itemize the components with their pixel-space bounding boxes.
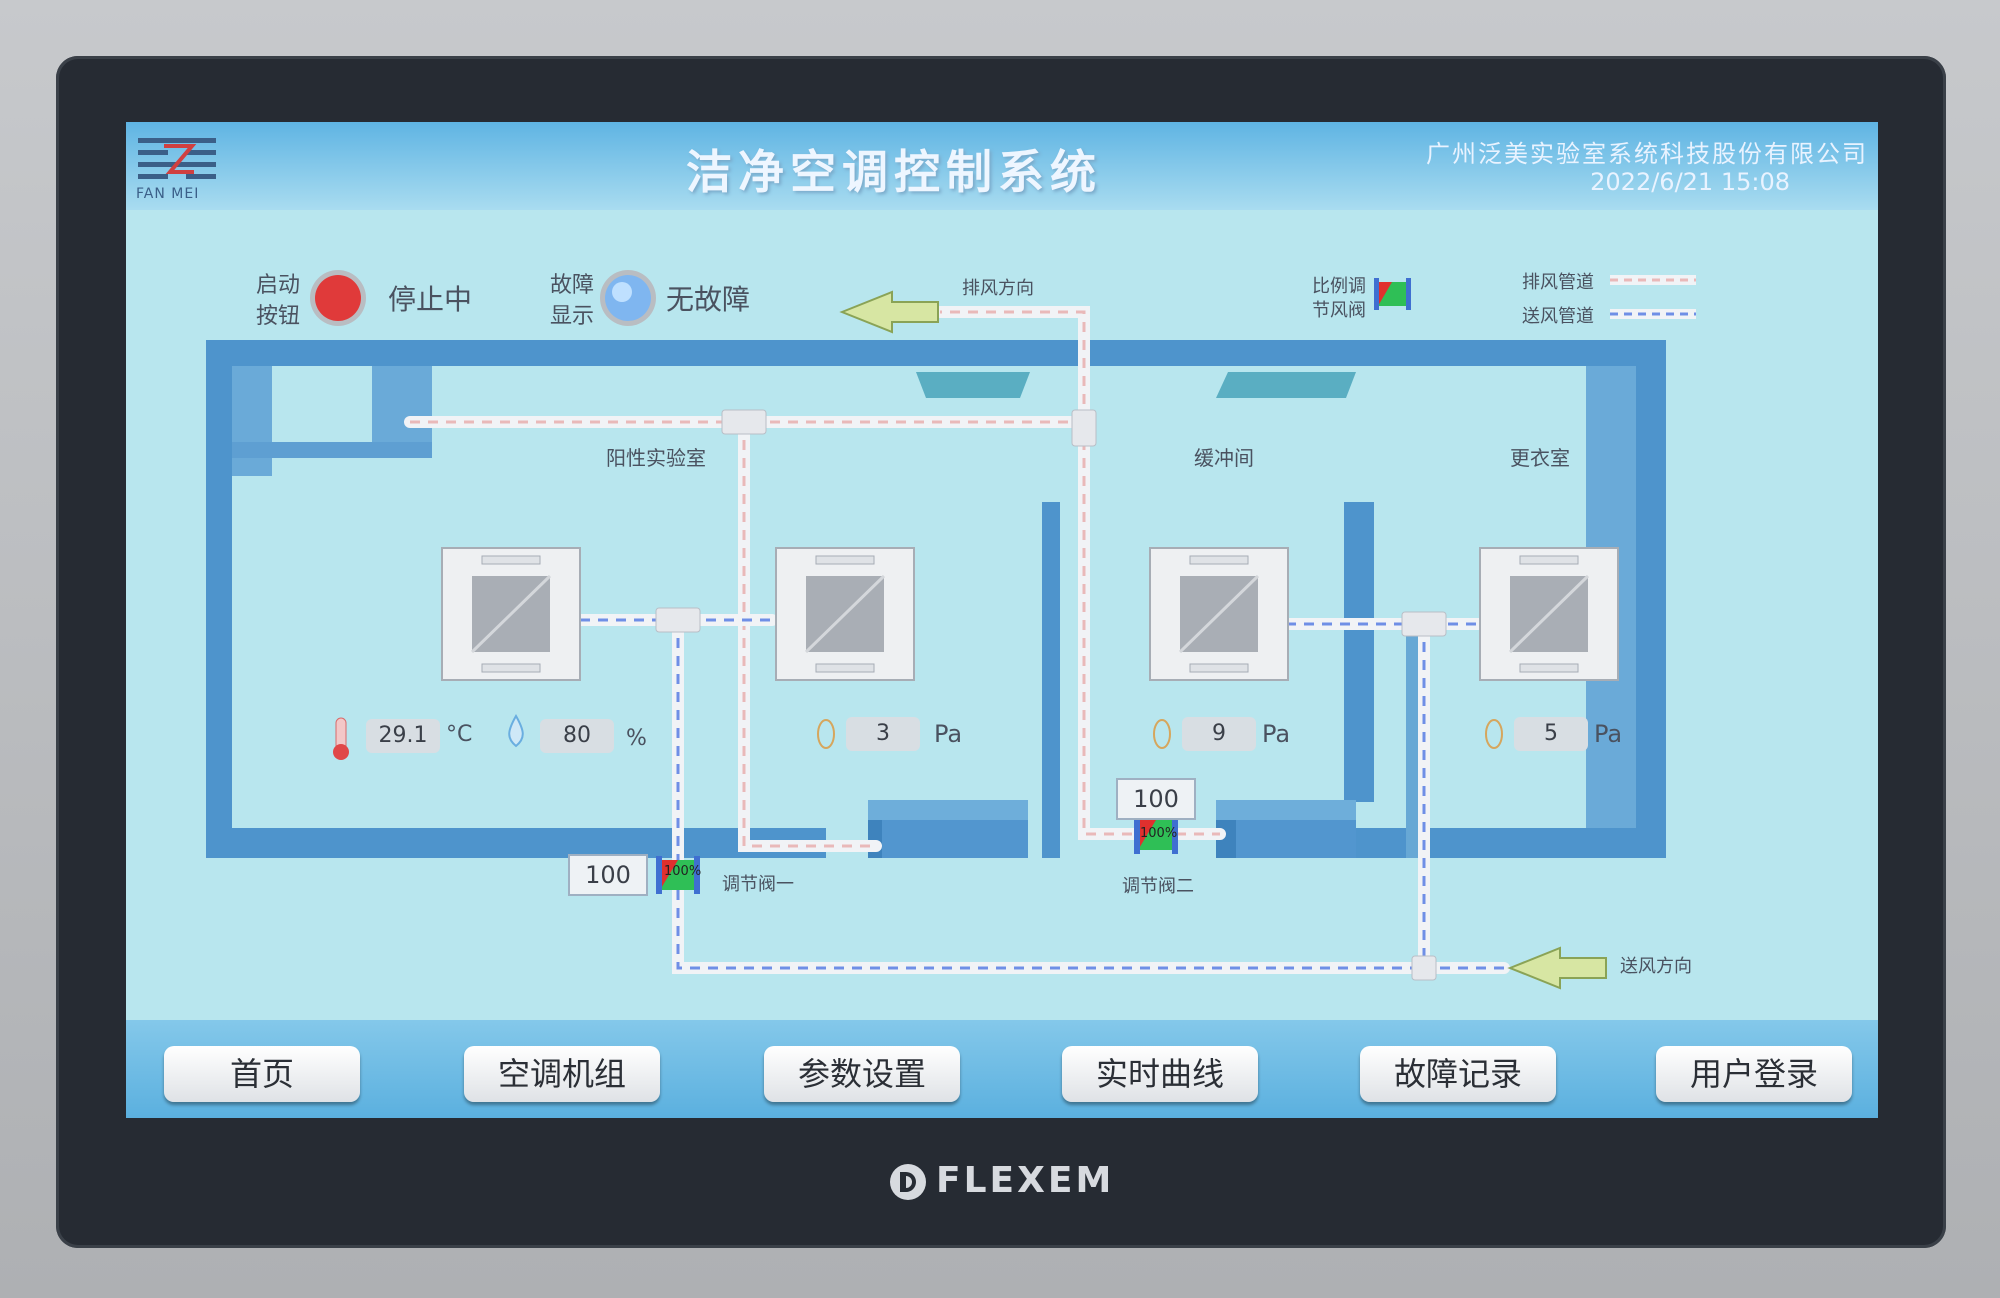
start-button[interactable]	[310, 270, 366, 326]
start-label-line2: 按钮	[256, 304, 301, 329]
logo-text: FAN MEI	[136, 186, 200, 202]
start-status: 停止中	[388, 283, 473, 316]
brand-logo-icon	[890, 1164, 926, 1200]
supply-direction-label: 送风方向	[1620, 956, 1692, 977]
legend-valve-label-line1: 比例调	[1312, 276, 1366, 297]
ac-cassette-icon	[1479, 547, 1619, 681]
pressure-gauge-icon	[817, 719, 1503, 749]
fault-status: 无故障	[666, 283, 751, 316]
start-label-line1: 启动	[256, 273, 301, 298]
fault-label-line1: 故障	[550, 273, 595, 298]
room-label-positive-lab: 阳性实验室	[606, 446, 706, 470]
pressure-changing-unit: Pa	[1594, 720, 1623, 748]
company-logo: FAN MEI	[134, 132, 220, 204]
device-brand: FLEXEM	[936, 1160, 1115, 1201]
pressure-changing-value: 5	[1514, 717, 1588, 751]
room-label-buffer: 缓冲间	[1194, 446, 1254, 470]
humidity-unit: %	[626, 726, 647, 751]
temperature-unit: °C	[446, 722, 473, 747]
datetime-display: 2022/6/21 15:08	[1590, 168, 1790, 196]
nav-bar	[126, 1020, 1878, 1118]
legend-supply-duct-label: 送风管道	[1522, 306, 1594, 327]
humidity-value: 80	[540, 719, 614, 753]
valve-2-icon	[1134, 816, 1178, 854]
valve-1-label: 调节阀一	[722, 874, 794, 895]
ac-cassette-icon	[1149, 547, 1289, 681]
nav-login-button[interactable]: 用户登录	[1656, 1046, 1852, 1102]
floor-plan-diagram	[206, 270, 1696, 990]
pressure-buffer-value: 9	[1182, 717, 1256, 751]
nav-home-button[interactable]: 首页	[164, 1046, 360, 1102]
ac-cassette-icon	[441, 547, 581, 681]
valve-1-setpoint-input[interactable]: 100	[568, 854, 648, 896]
thermometer-icon	[333, 717, 349, 760]
temperature-value: 29.1	[366, 719, 440, 753]
nav-ac-unit-button[interactable]: 空调机组	[464, 1046, 660, 1102]
valve-1-percent: 100%	[664, 864, 702, 879]
legend-exhaust-duct-label: 排风管道	[1522, 272, 1594, 293]
start-button-icon	[310, 270, 366, 326]
ac-cassette-icon	[775, 547, 915, 681]
nav-params-button[interactable]: 参数设置	[764, 1046, 960, 1102]
exhaust-arrow-icon	[839, 290, 939, 334]
nav-realtime-button[interactable]: 实时曲线	[1062, 1046, 1258, 1102]
room-label-changing: 更衣室	[1510, 446, 1570, 470]
valve-2-setpoint-input[interactable]: 100	[1116, 778, 1196, 820]
page-title: 洁净空调控制系统	[686, 145, 1102, 199]
exhaust-direction-label: 排风方向	[962, 278, 1034, 299]
header-bar: FAN MEI 洁净空调控制系统 广州泛美实验室系统科技股份有限公司 2022/…	[126, 122, 1878, 210]
fault-indicator-icon	[600, 270, 656, 326]
humidity-icon	[508, 713, 524, 748]
company-name: 广州泛美实验室系统科技股份有限公司	[1426, 140, 1868, 168]
valve-1-icon	[656, 856, 700, 894]
pressure-lab-unit: Pa	[934, 720, 963, 748]
valve-2-label: 调节阀二	[1122, 876, 1194, 897]
fault-label-line2: 显示	[550, 304, 595, 329]
pressure-buffer-unit: Pa	[1262, 720, 1291, 748]
hmi-screen: FAN MEI 洁净空调控制系统 广州泛美实验室系统科技股份有限公司 2022/…	[126, 122, 1878, 1118]
pressure-lab-value: 3	[846, 717, 920, 751]
supply-arrow-icon	[1507, 946, 1607, 990]
valve-2-percent: 100%	[1140, 826, 1178, 841]
legend-valve-label-line2: 节风阀	[1312, 300, 1366, 321]
legend-valve-icon	[1374, 278, 1411, 310]
nav-faults-button[interactable]: 故障记录	[1360, 1046, 1556, 1102]
